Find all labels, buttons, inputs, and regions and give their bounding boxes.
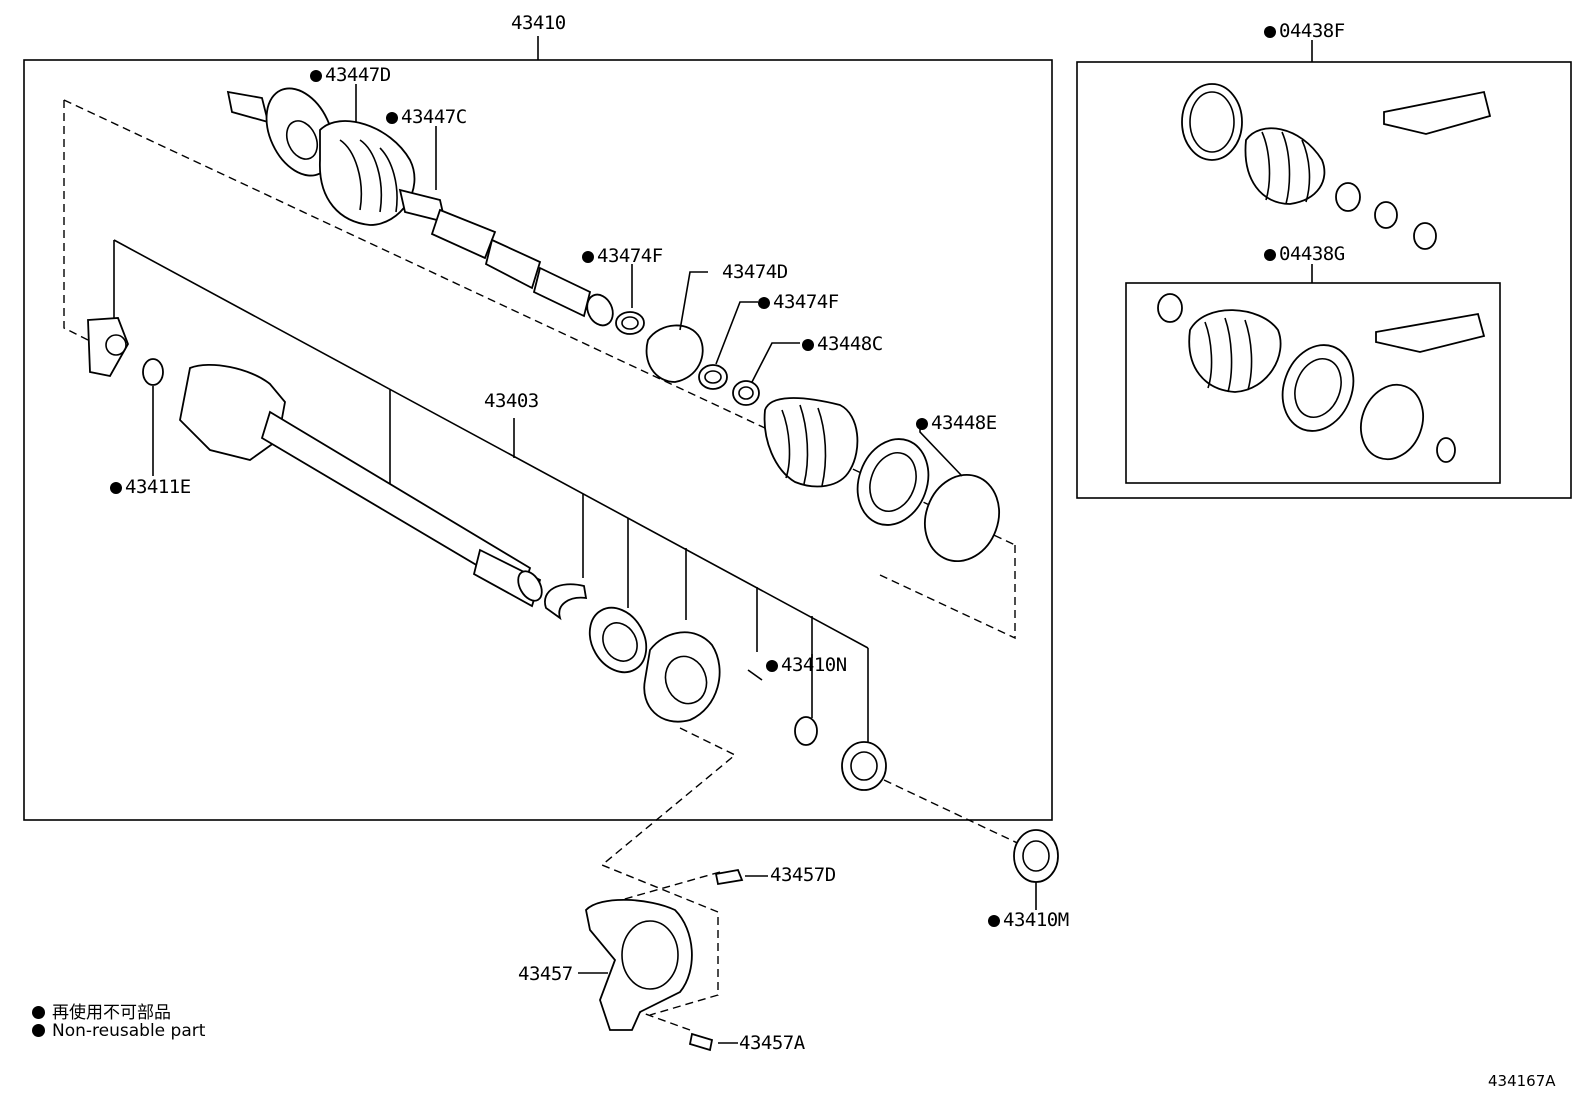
callout-43411E: 43411E — [110, 476, 191, 498]
clamp-43474F-b — [698, 364, 728, 390]
kit-f-frame — [1076, 61, 1572, 499]
callout-43474F-b: 43474F — [758, 291, 839, 313]
callout-43447C: 43447C — [386, 106, 467, 128]
retainer-ring — [544, 583, 588, 621]
callout-43403: 43403 — [484, 390, 539, 412]
callout-04438F: 04438F — [1264, 20, 1345, 42]
non-reusable-dot-icon — [386, 112, 398, 124]
callout-43457: 43457 — [518, 963, 573, 985]
bolt-43457D — [714, 868, 744, 886]
kit-g-clamp-large — [1360, 383, 1424, 461]
kit-f-clamp-large — [1181, 83, 1243, 161]
bearing — [588, 606, 648, 674]
callout-43410N: 43410N — [766, 654, 847, 676]
bracket-43457 — [585, 898, 693, 1031]
oil-seal-43410M — [1013, 829, 1059, 883]
boot-inner — [763, 397, 859, 488]
non-reusable-dot-icon — [582, 251, 594, 263]
bolt-43457A — [688, 1032, 714, 1052]
callout-43448E: 43448E — [916, 412, 997, 434]
kit-g-frame — [1125, 282, 1501, 484]
tripod-housing — [179, 364, 286, 461]
non-reusable-dot-icon — [766, 660, 778, 672]
kit-f-clamp-3 — [1413, 222, 1437, 250]
outer-joint-assembly — [226, 87, 614, 327]
non-reusable-dot-icon — [758, 297, 770, 309]
figure-number: 434167A — [1488, 1072, 1556, 1090]
callout-43457A: 43457A — [739, 1032, 805, 1054]
non-reusable-dot-icon — [1264, 249, 1276, 261]
non-reusable-dot-icon — [310, 70, 322, 82]
callout-43410M: 43410M — [988, 909, 1069, 931]
clamp-43448E — [924, 473, 1000, 563]
kit-g-grease-pack — [1375, 312, 1486, 353]
inner-shaft-assembly — [87, 317, 543, 608]
callout-43447D: 43447D — [310, 64, 391, 86]
callout-43448C: 43448C — [802, 333, 883, 355]
kit-g-snap-ring — [1436, 437, 1456, 463]
callout-04438G: 04438G — [1264, 243, 1345, 265]
kit-g-clamp-small — [1157, 293, 1183, 323]
legend-dot-icon — [32, 1006, 45, 1019]
non-reusable-dot-icon — [988, 915, 1000, 927]
non-reusable-dot-icon — [110, 482, 122, 494]
kit-g-housing — [1281, 344, 1355, 432]
damper-43474D — [645, 324, 704, 383]
kit-f-grease-pack — [1383, 90, 1492, 135]
oil-seal — [841, 741, 887, 791]
clamp-43474F-a — [615, 311, 645, 335]
legend-en: Non-reusable part — [32, 1021, 205, 1041]
callout-43474D: 43474D — [722, 261, 788, 283]
callout-43474F-a: 43474F — [582, 245, 663, 267]
callout-43410: 43410 — [511, 12, 566, 34]
clamp-43448C — [732, 380, 760, 406]
inner-joint-housing — [856, 438, 930, 526]
legend-dot-icon — [32, 1024, 45, 1037]
snap-ring-small — [794, 716, 818, 746]
kit-f-clamp-2 — [1374, 201, 1398, 229]
bearing-bracket — [643, 631, 721, 723]
non-reusable-dot-icon — [1264, 26, 1276, 38]
legend-jp: 再使用不可部品 — [32, 998, 171, 1023]
non-reusable-dot-icon — [916, 418, 928, 430]
kit-g-boot — [1188, 309, 1282, 393]
kit-f-clamp-1 — [1335, 182, 1361, 212]
non-reusable-dot-icon — [802, 339, 814, 351]
pin-43410N — [747, 669, 763, 681]
callout-43457D: 43457D — [770, 864, 836, 886]
snap-ring-43411E — [142, 358, 164, 386]
